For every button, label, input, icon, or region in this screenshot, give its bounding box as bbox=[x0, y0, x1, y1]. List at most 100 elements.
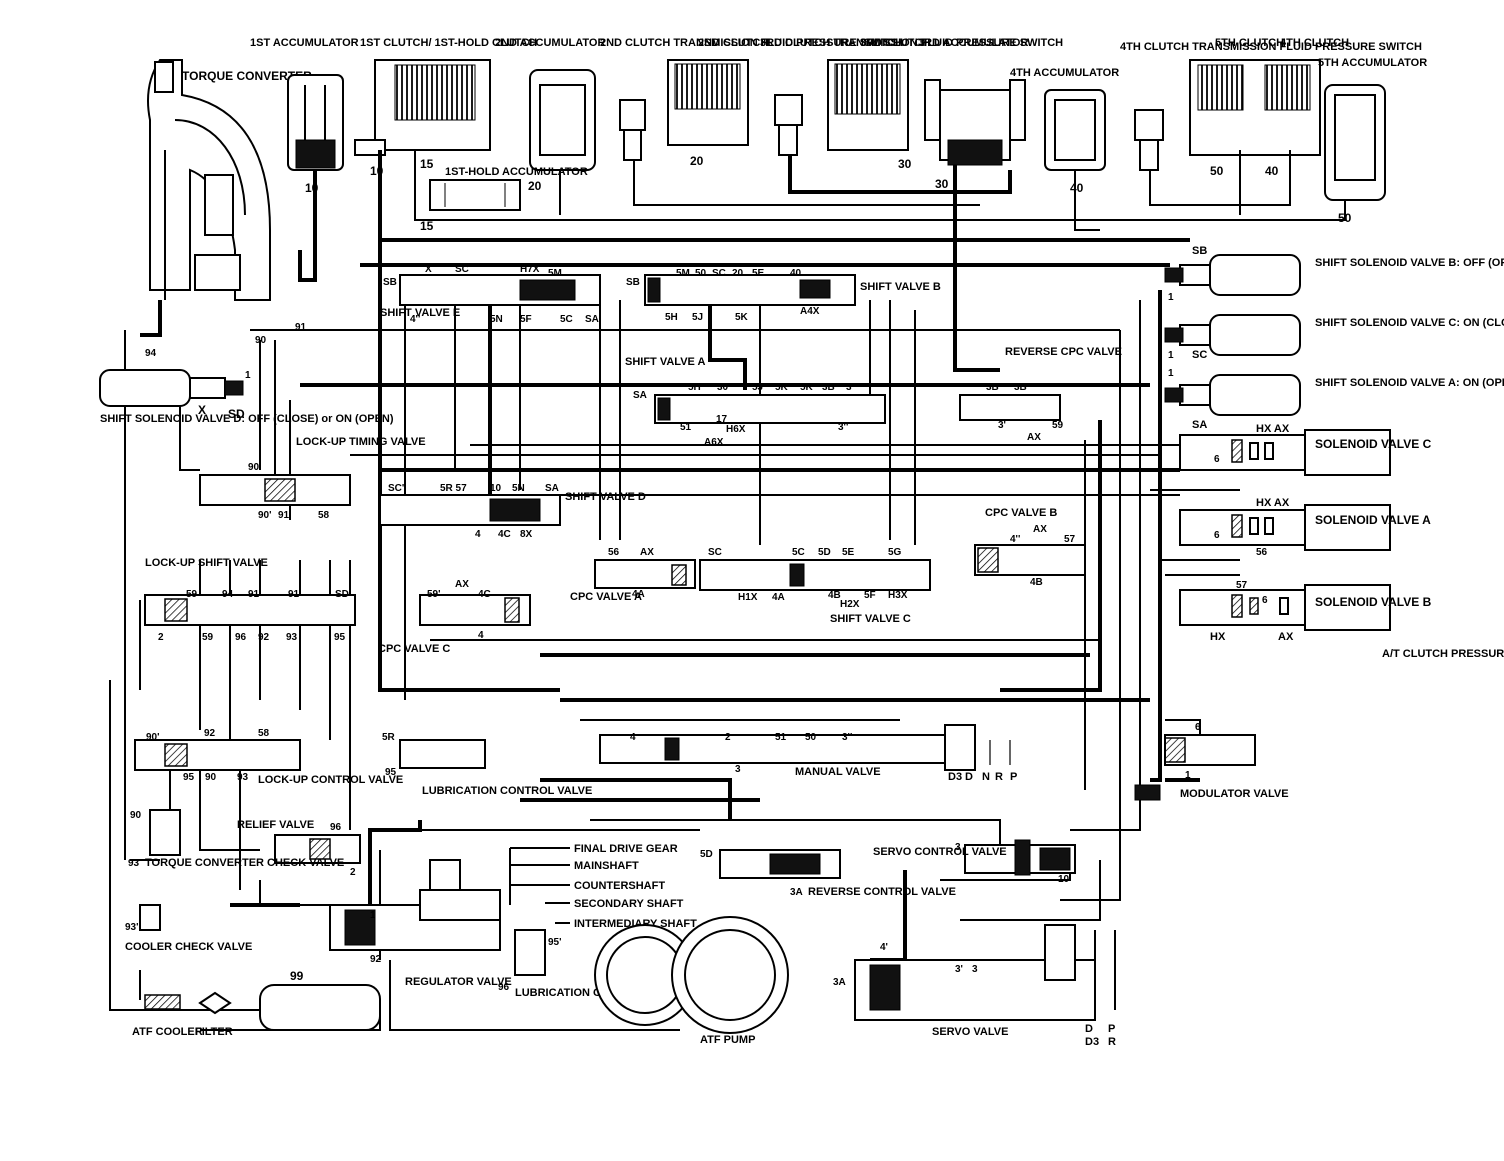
lockup-timing-valve-label: LOCK-UP TIMING VALVE bbox=[296, 436, 426, 448]
cooler-check-valve[interactable] bbox=[139, 904, 161, 931]
port-91p-lut: 91' bbox=[278, 510, 292, 521]
lockup-shift-valve[interactable] bbox=[144, 594, 356, 626]
cpc-valve-a[interactable] bbox=[594, 559, 696, 589]
port-4b-cpcb: 4B bbox=[1030, 577, 1043, 588]
lubrication-check-valve[interactable] bbox=[514, 929, 546, 976]
port-1-mod: 1 bbox=[1185, 770, 1191, 781]
reverse-control-valve[interactable] bbox=[719, 849, 841, 879]
port-5f-e: 5F bbox=[520, 314, 532, 325]
port-59p-cpcc: 59' bbox=[427, 589, 441, 600]
port-sd-lus: SD bbox=[335, 589, 349, 600]
port-10-scv: 10 bbox=[1058, 874, 1070, 885]
port-4c-cpcc: 4C bbox=[478, 589, 491, 600]
port-4pp-e: 4'' bbox=[410, 314, 420, 325]
port-93-luc: 93 bbox=[237, 772, 249, 783]
port-sa-e: SA bbox=[585, 314, 599, 325]
port-sc-b: SC bbox=[712, 268, 726, 279]
third-accumulator-label: 3RD ACCUMULATOR bbox=[918, 37, 1028, 49]
lubrication-control-valve[interactable] bbox=[399, 739, 486, 769]
port-4pp-cpcb: 4'' bbox=[1010, 534, 1020, 545]
port-96-lcv2: 96 bbox=[498, 982, 510, 993]
circuit-30-b: 30 bbox=[935, 177, 949, 191]
circuit-40-a: 40 bbox=[1070, 181, 1084, 195]
cpc-valve-b-label: CPC VALVE B bbox=[985, 507, 1057, 519]
second-accumulator bbox=[529, 69, 596, 171]
servo-control-valve[interactable] bbox=[964, 839, 1076, 876]
reverse-cpc-valve[interactable] bbox=[959, 394, 1061, 421]
solenoid-valve-a-label: SOLENOID VALVE A bbox=[1315, 513, 1431, 527]
shift-valve-c[interactable] bbox=[699, 559, 931, 591]
port-ax-cpcb: AX bbox=[1033, 524, 1047, 535]
servo-valve[interactable] bbox=[854, 924, 1116, 1021]
port-6-sva: 6 bbox=[1214, 530, 1220, 541]
port-sb-b: SB bbox=[626, 277, 640, 288]
lockup-timing-valve[interactable] bbox=[199, 474, 351, 506]
port-3p-servo: 3' bbox=[955, 964, 963, 975]
port-5m-b: 5M bbox=[676, 268, 690, 279]
solenoid-valve-c[interactable] bbox=[1179, 429, 1391, 476]
port-3-mv: 3 bbox=[735, 764, 741, 775]
fifth-clutch-label: 5TH CLUTCH bbox=[1215, 37, 1284, 49]
lockup-control-valve-label: LOCK-UP CONTROL VALVE bbox=[258, 774, 403, 786]
torque-converter-label: TORQUE CONVERTER bbox=[182, 69, 312, 83]
lockup-control-valve[interactable] bbox=[134, 739, 301, 771]
shift-solenoid-d[interactable] bbox=[99, 369, 244, 407]
port-51-mv: 51 bbox=[775, 732, 787, 743]
torque-converter bbox=[140, 59, 271, 337]
solenoid-valve-b[interactable] bbox=[1179, 584, 1391, 631]
manual-valve[interactable] bbox=[599, 724, 1011, 771]
relief-valve[interactable] bbox=[274, 834, 361, 864]
port-5e-c: 5E bbox=[842, 547, 855, 558]
port-h3x: H3X bbox=[888, 590, 908, 601]
port-3p-rcpc: 3' bbox=[998, 420, 1006, 431]
servo-pos-p: P bbox=[1108, 1023, 1115, 1035]
port-92-lus: 92 bbox=[258, 632, 270, 643]
second-clutch bbox=[667, 59, 749, 146]
filter-label: FILTER bbox=[195, 1026, 233, 1038]
third-clutch-switch-label: 3RD CLUTCH TRANSMISSION FLUID PRESSURE S… bbox=[760, 37, 1063, 49]
port-4a-cpca: 4A bbox=[632, 589, 645, 600]
solenoid-valve-a[interactable] bbox=[1179, 504, 1391, 551]
shift-solenoid-c[interactable] bbox=[1164, 314, 1301, 356]
shift-valve-e[interactable] bbox=[399, 274, 601, 306]
shift-valve-b[interactable] bbox=[644, 274, 856, 306]
port-91-tc: 91 bbox=[295, 322, 307, 333]
port-20-b: 20 bbox=[732, 268, 744, 279]
cpc-valve-b[interactable] bbox=[974, 544, 1086, 576]
port-4p-servo: 4' bbox=[880, 942, 888, 953]
port-2-mv: 2 bbox=[725, 732, 731, 743]
fifth-accumulator-label: 5TH ACCUMULATOR bbox=[1318, 57, 1427, 69]
fourth-clutch-label: 4TH CLUTCH bbox=[1280, 37, 1349, 49]
shift-solenoid-d-label: SHIFT SOLENOID VALVE D: OFF (CLOSE) or O… bbox=[100, 413, 394, 425]
atf-cooler bbox=[144, 994, 181, 1010]
port-58-lut: 58 bbox=[318, 510, 330, 521]
shift-solenoid-a-label: SHIFT SOLENOID VALVE A: ON (OPEN) bbox=[1315, 377, 1504, 389]
port-5j-b: 5J bbox=[692, 312, 703, 323]
port-labels: SB X SC H7X 5M 4'' 5N 5F 5C SA SB 5M 50 … bbox=[125, 264, 1268, 993]
second-clutch-label: 2ND CLUTCH bbox=[698, 37, 768, 49]
port-ax-b: AX bbox=[1278, 631, 1294, 643]
regulator-valve[interactable] bbox=[329, 859, 501, 951]
fifth-accumulator bbox=[1324, 84, 1386, 201]
tc-check-valve[interactable] bbox=[149, 809, 181, 856]
port-96-lus: 96 bbox=[235, 632, 247, 643]
shift-solenoid-a[interactable] bbox=[1164, 374, 1301, 416]
port-5d-rcv: 5D bbox=[700, 849, 713, 860]
port-sa-a: SA bbox=[633, 390, 647, 401]
cpc-valve-c[interactable] bbox=[419, 594, 531, 626]
shift-valve-d[interactable] bbox=[379, 494, 561, 526]
shift-solenoid-b[interactable] bbox=[1164, 254, 1301, 296]
modulator-valve[interactable] bbox=[1134, 734, 1256, 801]
port-1-ssc: 1 bbox=[1168, 350, 1174, 361]
port-92-luc: 92 bbox=[204, 728, 216, 739]
circuit-30-a: 30 bbox=[898, 157, 912, 171]
port-10-d: 10 bbox=[490, 483, 502, 494]
lockup-shift-valve-label: LOCK-UP SHIFT VALVE bbox=[145, 557, 268, 569]
shift-valve-a[interactable] bbox=[654, 394, 886, 424]
port-sc-c: SC bbox=[708, 547, 722, 558]
port-5r57-d: 5R 57 bbox=[440, 483, 467, 494]
port-5c-e: 5C bbox=[560, 314, 573, 325]
port-hxax-a: HX AX bbox=[1256, 497, 1290, 509]
port-ax-rcpc: AX bbox=[1027, 432, 1041, 443]
